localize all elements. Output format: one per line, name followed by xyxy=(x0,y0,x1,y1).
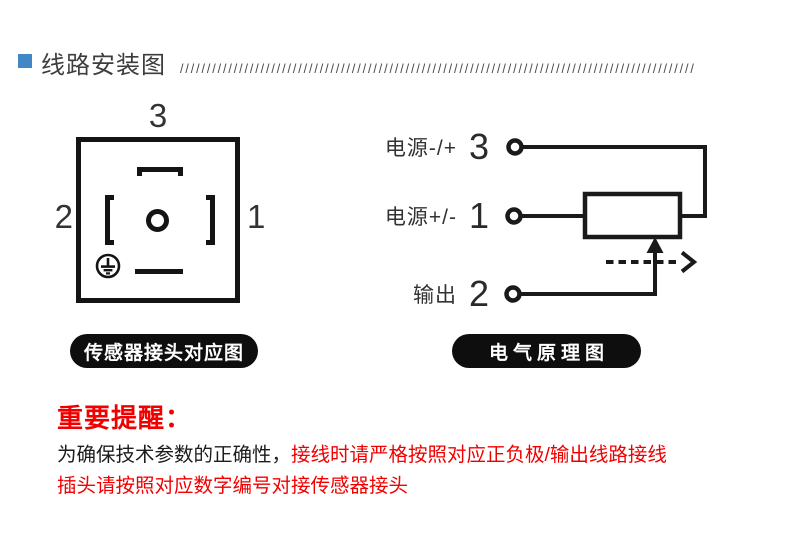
schematic-row-pin: 1 xyxy=(468,195,489,236)
slash-divider: ////////////////////////////////////////… xyxy=(180,62,696,76)
schematic-caption-text: 电气原理图 xyxy=(488,342,609,364)
notice-body: 为确保技术参数的正确性，接线时请严格按照对应正负极/输出线路接线 插头请按照对应… xyxy=(57,440,763,502)
notice-line2-red: 插头请按照对应数字编号对接传感器接头 xyxy=(57,475,409,497)
left-slot-icon xyxy=(105,195,114,245)
terminal-1-icon xyxy=(505,207,523,225)
center-pin-icon xyxy=(146,209,169,232)
bottom-slot-icon xyxy=(135,269,183,274)
sensor-element-box xyxy=(582,191,683,240)
dashed-arrow-head-icon xyxy=(680,250,698,274)
notice-line1-red: 接线时请严格按照对应正负极/输出线路接线 xyxy=(291,444,667,466)
notice-title: 重要提醒： xyxy=(57,403,193,433)
schematic-row-label: 电源+/- xyxy=(384,206,457,229)
schematic-row-power-pos: 电源+/- 1 xyxy=(385,194,489,238)
wire-pin3 xyxy=(522,145,707,218)
schematic-caption-pill: 电气原理图 xyxy=(452,334,641,368)
wire-pin2 xyxy=(519,251,657,296)
connector-pin-right-label: 1 xyxy=(247,198,266,235)
connector-caption-pill: 传感器接头对应图 xyxy=(70,334,258,368)
section-header: 线路安装图 //////////////////////////////////… xyxy=(0,44,790,80)
notice-line-2: 插头请按照对应数字编号对接传感器接头 xyxy=(57,471,763,502)
wiper-arrow-icon xyxy=(646,237,664,253)
bullet-square-icon xyxy=(18,54,32,68)
right-slot-icon xyxy=(206,195,215,245)
page-title: 线路安装图 xyxy=(41,51,166,79)
notice-line-1: 为确保技术参数的正确性，接线时请严格按照对应正负极/输出线路接线 xyxy=(57,440,763,471)
schematic-row-pin: 3 xyxy=(468,126,489,167)
schematic-row-label: 电源-/+ xyxy=(384,137,457,160)
ground-icon xyxy=(95,253,121,279)
connector-body xyxy=(76,137,240,303)
schematic-row-label: 输出 xyxy=(412,284,457,307)
schematic-area: 电源-/+ 3 电源+/- 1 输出 2 xyxy=(340,100,790,390)
terminal-2-icon xyxy=(504,285,522,303)
schematic-row-output: 输出 2 xyxy=(413,272,489,316)
schematic-row-pin: 2 xyxy=(468,273,489,314)
connector-pin-top-label: 3 xyxy=(148,97,168,134)
schematic-drawing xyxy=(504,138,707,303)
terminal-3-icon xyxy=(506,138,524,156)
connector-caption-text: 传感器接头对应图 xyxy=(83,342,244,364)
top-slot-icon xyxy=(137,167,183,176)
connector-pin-left-label: 2 xyxy=(54,198,73,235)
notice-line1-black: 为确保技术参数的正确性， xyxy=(57,444,292,466)
schematic-row-power-neg: 电源-/+ 3 xyxy=(385,125,489,169)
